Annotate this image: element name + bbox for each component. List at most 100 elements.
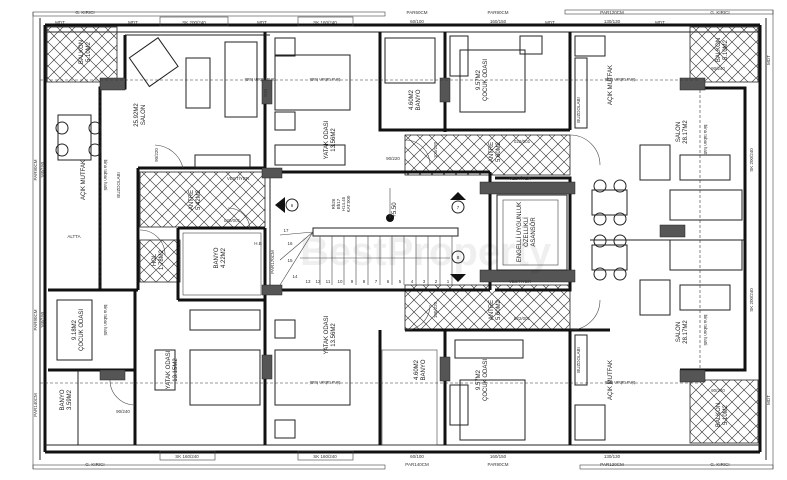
balcony-bottom-right [689, 379, 759, 444]
balcony-top-left [46, 26, 118, 83]
window-size: 160/150 [490, 19, 507, 24]
door-label: 022/001 [224, 218, 241, 223]
step-number: 13 [305, 279, 311, 284]
marker-6: 6 [291, 203, 294, 208]
kirici-label: G. KIRICI [75, 10, 94, 15]
window-label: PAR120CM [600, 10, 624, 15]
door-label: 90/220 [386, 156, 400, 161]
room-label: AÇIK MUTFAK [608, 360, 614, 400]
step-number: 16 [287, 241, 293, 246]
kirici-label: G. KIRICI [710, 10, 729, 15]
step-number: 7 [375, 279, 378, 284]
elevator-car [502, 199, 559, 266]
room-label: YATAK ODASI [324, 120, 330, 159]
entry-bottom-right [404, 284, 571, 331]
door-label: 90/240 [711, 66, 725, 71]
elevator-label: ENGELLİ UYGUNLUK [516, 202, 523, 262]
window-label: PAR140CM [33, 393, 38, 417]
step-number: 15 [287, 258, 293, 263]
room-area: SALON [141, 105, 147, 125]
mdt-label: MDT [545, 20, 555, 25]
window-labels: SK 200/240 SK 160/240 PAR60CM 60/100 PAR… [33, 10, 771, 467]
window-label: PAR90CM [33, 159, 38, 180]
room-label: BALKON [716, 403, 722, 427]
window-label: PAR90CM [488, 462, 509, 467]
entry-top-right [404, 134, 571, 176]
step-number: 3 [423, 279, 426, 284]
stair-step-numbers: 1 2 3 4 5 6 7 8 9 10 11 12 13 14 15 16 1… [283, 228, 449, 284]
window-label: PAR90CM [488, 10, 509, 15]
room-label: SALON [676, 322, 682, 342]
annotations: bina taban hatti bina taban hatti bina t… [67, 77, 708, 385]
outer-frame [32, 9, 774, 470]
stair-info: H14.45 [341, 196, 346, 211]
stair-info: Rh26 [331, 198, 336, 209]
room-area: 13.56M2 [331, 128, 337, 152]
watermark: BestProperty [300, 230, 552, 274]
base-line-label: bina taban hatti [103, 160, 108, 191]
window-size: 160/150 [40, 311, 45, 328]
window-size: 130/130 [604, 454, 621, 459]
base-line-label: bina taban hatti [245, 77, 276, 82]
room-area: 5.60M2 [496, 141, 502, 162]
room-area: 5.10M2 [86, 41, 92, 62]
room-area: 5.60M2 [496, 299, 502, 320]
window-label: PAR90CM [33, 309, 38, 330]
wardrobe-label: VESTİYER [509, 175, 532, 181]
hb-label: H.B [254, 241, 262, 246]
step-number: 5 [399, 279, 402, 284]
door-label: 90/240 [711, 388, 725, 393]
fridge-label: BUZDOLABI [576, 97, 581, 123]
staircase[interactable] [279, 227, 459, 286]
step-number: 6 [387, 279, 390, 284]
room-area: BANYO [416, 89, 422, 110]
window-label: SK 200/240 [749, 148, 754, 172]
mdt-label: MDT [766, 55, 771, 65]
window-label: PAR120CM [600, 462, 624, 467]
room-area: 13.15M2 [173, 358, 179, 382]
mdt-label: MDT [55, 20, 65, 25]
room-label: 9.57M2 [476, 369, 482, 390]
elevator-label: ASANSÖR [530, 217, 537, 247]
bathroom-left [182, 232, 262, 296]
step-number: 12 [315, 279, 321, 284]
window-label: PAR140CM [405, 462, 429, 467]
base-line-label: bina taban hatti [103, 305, 108, 336]
columns [99, 77, 706, 383]
room-label: BANYO [214, 247, 220, 268]
room-label: BANYO [60, 389, 66, 410]
window-label: SK 160/240 [313, 20, 337, 25]
door-label: 100/220 [433, 301, 438, 318]
wardrobe-label: VESTİYER [227, 175, 250, 181]
elevation-label: +5.50 [392, 202, 398, 218]
entry-left [139, 171, 266, 228]
room-label: BALKON [716, 38, 722, 62]
room-label: AÇIK MUTFAK [81, 160, 87, 200]
door-swings [109, 134, 601, 406]
room-area: 1.78M2 [159, 249, 165, 270]
step-number: 9 [351, 279, 354, 284]
marker-7: 7 [457, 205, 460, 210]
window-label: SK 200/240 [749, 288, 754, 312]
exterior-walls [43, 23, 762, 454]
window-size: 160/150 [490, 454, 507, 459]
window-label: SK 160/240 [313, 454, 337, 459]
door-label: 90/220 [154, 148, 159, 162]
mdt-label: MDT [766, 395, 771, 405]
fridge-label: BUZDOLABI [116, 172, 121, 198]
step-number: 2 [435, 279, 438, 284]
elevator-shaft [496, 194, 568, 271]
room-label: 9.57M2 [476, 69, 482, 90]
room-area: 5.10M2 [723, 39, 729, 60]
stair-info: Bh17 [336, 198, 341, 209]
room-label: 25.92M2 [134, 103, 140, 127]
building-base-lines [40, 79, 701, 384]
room-area: ÇOCUK ODASI [483, 59, 489, 101]
marker-8: 8 [457, 255, 460, 260]
balcony-top-right [689, 26, 759, 83]
parapet-label: PAR170CM [270, 250, 275, 274]
room-label: ANTRE [489, 142, 495, 162]
stair-info: KAT:000 [346, 195, 351, 212]
